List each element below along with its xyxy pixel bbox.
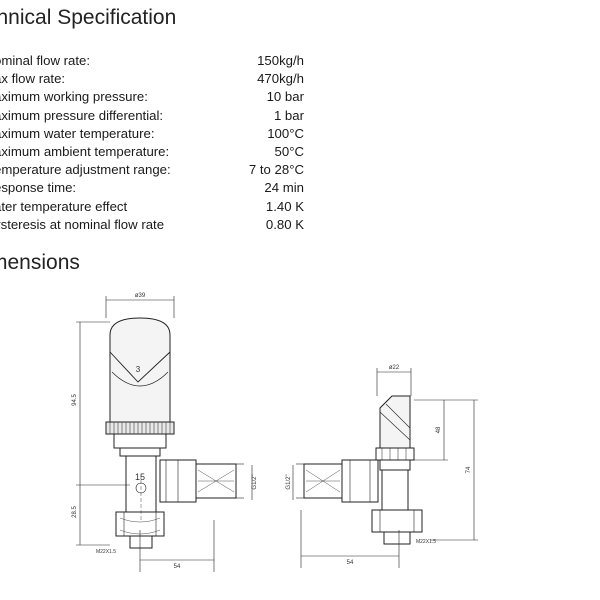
dia-22-label: ø22: [389, 365, 400, 371]
height-28-5-label: 28.5: [72, 506, 78, 518]
spec-value: 1 bar: [273, 107, 304, 123]
width-54-left-label: 54: [174, 564, 181, 570]
spec-row: ominal flow rate: 150kg/h: [0, 52, 304, 70]
spec-list: ominal flow rate: 150kg/h ax flow rate: 47…: [0, 52, 304, 234]
spec-row: aximum working pressure: 10 bar: [0, 88, 304, 106]
spec-row: esponse time: 24 min: [0, 179, 304, 197]
spec-row: aximum ambient temperature: 50°C: [0, 143, 304, 161]
spec-value: 50°C: [274, 143, 304, 159]
spec-label: aximum pressure differential:: [0, 107, 164, 123]
m22-left-label: M22X1.5: [96, 549, 116, 555]
spec-row: ysteresis at nominal flow rate 0.80 K: [0, 216, 304, 234]
spec-label: ax flow rate:: [0, 71, 66, 87]
left-valve-drawing: [76, 296, 253, 572]
technical-specification-heading: chnical Specification: [0, 6, 177, 29]
spec-label: aximum ambient temperature:: [0, 143, 170, 159]
spec-value: 150kg/h: [257, 53, 304, 68]
spec-row: ax flow rate: 470kg/h: [0, 70, 304, 88]
width-54-right-label: 54: [347, 560, 354, 566]
thread-size-right-label: G1/2": [286, 474, 292, 489]
spec-label: emperature adjustment range:: [0, 162, 171, 178]
height-48-label: 48: [436, 426, 442, 433]
spec-label: ysteresis at nominal flow rate: [0, 216, 165, 232]
m22-right-label: M22X1.5: [416, 539, 436, 545]
number-15-label: 15: [135, 472, 145, 482]
spec-label: aximum water temperature:: [0, 125, 155, 141]
spec-label: esponse time:: [0, 180, 77, 196]
spec-row: aximum pressure differential: 1 bar: [0, 107, 304, 125]
thread-size-left-label: G1/2": [252, 474, 258, 489]
height-94-5-label: 94.5: [72, 394, 78, 406]
dimension-labels: ø39 94.5 28.5 3 15 G1/2" M22X1.5 54 ø22 …: [72, 293, 472, 570]
right-valve-drawing: [292, 368, 478, 568]
spec-value: 470kg/h: [257, 71, 304, 87]
spec-value: 10 bar: [266, 89, 304, 105]
spec-row: aximum water temperature: 100°C: [0, 125, 304, 143]
spec-value: 1.40 K: [265, 198, 304, 214]
dimensions-heading: mensions: [0, 251, 80, 274]
spec-label: ominal flow rate:: [0, 53, 91, 68]
spec-value: 100°C: [267, 125, 304, 141]
spec-value: 24 min: [264, 180, 304, 196]
spec-label: aximum working pressure:: [0, 89, 148, 105]
spec-value: 0.80 K: [265, 216, 304, 232]
dial-number-label: 3: [136, 365, 141, 374]
spec-value: 7 to 28°C: [248, 162, 304, 178]
spec-row: emperature adjustment range: 7 to 28°C: [0, 161, 304, 179]
height-74-label: 74: [466, 466, 472, 473]
spec-label: ater temperature effect: [0, 198, 128, 214]
dia-39-label: ø39: [135, 293, 146, 299]
spec-row: ater temperature effect 1.40 K: [0, 198, 304, 216]
